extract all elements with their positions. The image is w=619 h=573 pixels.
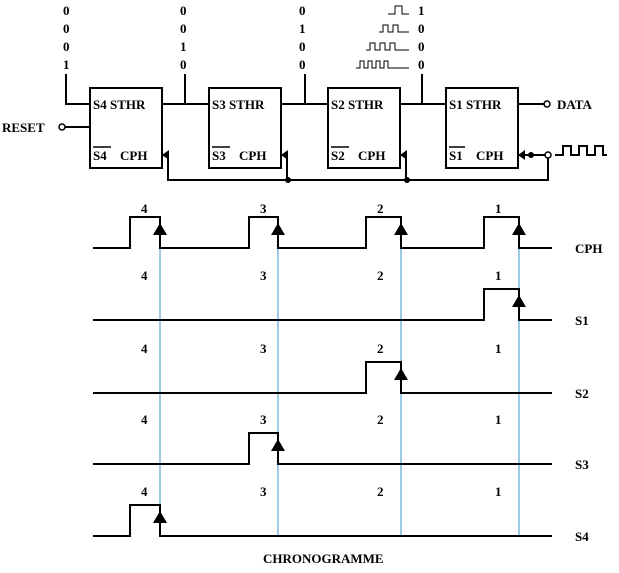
pulse-number: 1 xyxy=(495,201,502,216)
cph-arrow-s2 xyxy=(400,150,407,160)
register-schematic: S4 STHR S3 STHR S2 STHR S1 STHR S4 CPH S… xyxy=(2,3,607,183)
signal-label-s2: S2 xyxy=(575,386,589,401)
edge-arrow-s2-2 xyxy=(394,368,408,380)
bit-value: 0 xyxy=(63,39,70,54)
pulse-number: 4 xyxy=(141,201,148,216)
stage-s4-bottom-suffix: CPH xyxy=(120,148,147,163)
bit-value: 0 xyxy=(180,57,187,72)
bit-value: 0 xyxy=(418,57,425,72)
signal-label-cph: CPH xyxy=(575,241,602,256)
caption: CHRONOGRAMME xyxy=(263,551,384,566)
clock-waveform-glyph xyxy=(555,145,607,156)
pulse-number: 4 xyxy=(141,268,148,283)
pulse-number: 2 xyxy=(377,412,384,427)
bit-value: 0 xyxy=(418,21,425,36)
cph-arrow-s4 xyxy=(162,150,169,160)
pulse-number: 2 xyxy=(377,484,384,499)
pulse-number: 2 xyxy=(377,201,384,216)
bit-value: 0 xyxy=(299,3,306,18)
cph-arrow-s1 xyxy=(518,150,525,160)
stage-box-s3 xyxy=(208,87,282,169)
stage-box-s1 xyxy=(445,87,519,169)
stage-s2-bits: 0 1 0 0 xyxy=(299,3,306,72)
bit-value: 1 xyxy=(418,3,425,18)
pulse-number: 2 xyxy=(377,341,384,356)
pulse-number: 2 xyxy=(377,268,384,283)
data-label: DATA xyxy=(557,97,593,112)
bit-value: 0 xyxy=(299,57,306,72)
stage-s3-bottom-suffix: CPH xyxy=(239,148,266,163)
bit-value: 0 xyxy=(63,21,70,36)
reset-label: RESET xyxy=(2,120,45,135)
pulse-number: 3 xyxy=(260,484,267,499)
stage-s1-bottom-suffix: CPH xyxy=(476,148,503,163)
waveform-cph xyxy=(93,216,552,249)
waveform-s4 xyxy=(93,504,552,537)
clock-junction-1 xyxy=(285,177,291,183)
pulse-number: 4 xyxy=(141,341,148,356)
bit-value: 0 xyxy=(418,39,425,54)
bit-value: 0 xyxy=(180,21,187,36)
stage-box-s2 xyxy=(327,87,401,169)
stage-s4-top-label: S4 STHR xyxy=(93,97,146,112)
clock-terminal xyxy=(544,151,552,159)
pulse-number: 3 xyxy=(260,268,267,283)
stage-s1-top-label: S1 STHR xyxy=(449,97,502,112)
clock-bus xyxy=(167,155,549,181)
cph-arrow-s3 xyxy=(281,150,288,160)
stage-s1-bits: 1 0 0 0 xyxy=(418,3,425,72)
pulse-number: 3 xyxy=(260,341,267,356)
pulse-number: 4 xyxy=(141,412,148,427)
stage-s3-bottom-prefix: S3 xyxy=(212,148,226,163)
pulse-number: 1 xyxy=(495,341,502,356)
signal-label-s3: S3 xyxy=(575,457,589,472)
pulse-number: 1 xyxy=(495,412,502,427)
stage-s3-top-label: S3 STHR xyxy=(212,97,265,112)
bit-value: 1 xyxy=(180,39,187,54)
stage-s4-bits: 0 0 0 1 xyxy=(63,3,70,72)
waveform-s2 xyxy=(93,361,552,394)
bit-value: 1 xyxy=(63,57,70,72)
pulse-number: 1 xyxy=(495,268,502,283)
data-waveform-glyphs xyxy=(356,5,409,69)
clock-junction-2 xyxy=(404,177,410,183)
stage-s3-bits: 0 0 1 0 xyxy=(180,3,187,72)
edge-arrow-cph-3 xyxy=(271,223,285,235)
edge-arrow-cph-4 xyxy=(153,223,167,235)
s4-output-tap xyxy=(65,74,90,105)
pulse-number: 4 xyxy=(141,484,148,499)
edge-arrow-s4-4 xyxy=(153,511,167,523)
reset-terminal xyxy=(58,123,66,131)
stage-s2-bottom-prefix: S2 xyxy=(331,148,345,163)
signal-label-s4: S4 xyxy=(575,529,589,544)
waveform-s3 xyxy=(93,432,552,465)
edge-arrow-s3-3 xyxy=(271,439,285,451)
stage-s1-bottom-prefix: S1 xyxy=(449,148,463,163)
edge-arrow-s1-1 xyxy=(512,295,526,307)
edge-arrow-cph-2 xyxy=(394,223,408,235)
stage-s4-bottom-prefix: S4 xyxy=(93,148,107,163)
data-terminal xyxy=(543,100,551,108)
stage-s2-bottom-suffix: CPH xyxy=(358,148,385,163)
bit-value: 0 xyxy=(180,3,187,18)
pulse-number: 1 xyxy=(495,484,502,499)
pulse-number: 3 xyxy=(260,201,267,216)
bit-value: 1 xyxy=(299,21,306,36)
waveform-s1 xyxy=(93,288,552,321)
stage-s2-top-label: S2 STHR xyxy=(331,97,384,112)
bit-value: 0 xyxy=(299,39,306,54)
bit-value: 0 xyxy=(63,3,70,18)
signal-label-s1: S1 xyxy=(575,313,589,328)
pulse-number: 3 xyxy=(260,412,267,427)
edge-arrow-cph-1 xyxy=(512,223,526,235)
clock-junction-3 xyxy=(528,152,534,158)
